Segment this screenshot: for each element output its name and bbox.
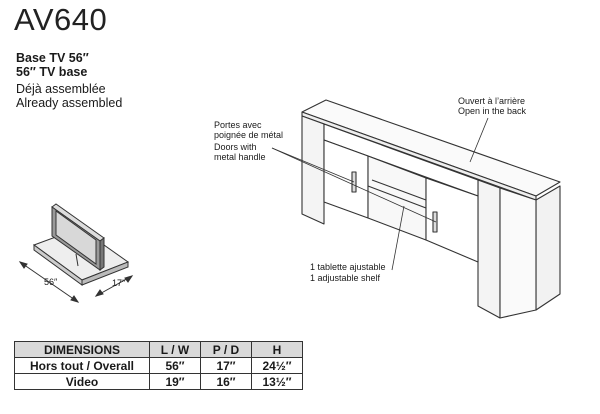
- table-row: Hors tout / Overall 56″ 17″ 24½″: [14, 357, 303, 374]
- doors-label-fr-1: Portes avec: [214, 120, 262, 130]
- thumb-base-side: [81, 261, 129, 286]
- back-label-fr: Ouvert à l’arrière: [458, 96, 525, 106]
- width-arrow-left: [18, 261, 28, 269]
- tv-thumbnail: [18, 203, 134, 303]
- cell-depth: 17″: [200, 357, 252, 374]
- doors-leader-2: [271, 147, 437, 223]
- right-end-panel: [477, 179, 501, 319]
- header-width: L / W: [149, 341, 201, 358]
- width-dim-line: [19, 261, 79, 303]
- cell-depth: 16″: [200, 373, 252, 390]
- left-end-panel: [301, 115, 325, 225]
- dimensions-table: DIMENSIONS L / W P / D H Hors tout / Ove…: [14, 341, 303, 390]
- header-depth: P / D: [200, 341, 252, 358]
- right-end-face: [499, 187, 537, 319]
- title-en: 56″ TV base: [16, 65, 88, 79]
- depth-arrow-left: [94, 289, 104, 297]
- width-arrow-right: [70, 295, 80, 303]
- assembly-fr: Déjà assemblée: [16, 82, 106, 96]
- model-number: AV640: [14, 2, 108, 37]
- cabinet-right-side: [535, 185, 561, 311]
- doors-label-en-2: metal handle: [214, 152, 266, 162]
- row-label: Hors tout / Overall: [14, 357, 150, 374]
- depth-arrow-right: [124, 275, 134, 283]
- right-door: [425, 177, 479, 263]
- adjustable-shelf-edge: [367, 185, 427, 209]
- assembly-en: Already assembled: [16, 96, 123, 110]
- title-fr: Base TV 56″: [16, 51, 89, 65]
- doors-label-en-1: Doors with: [214, 142, 257, 152]
- shelf-leader: [391, 205, 405, 271]
- table-row: Video 19″ 16″ 13½″: [14, 373, 303, 390]
- thumb-tv-side: [99, 237, 105, 271]
- callout-leaders: [271, 117, 489, 271]
- thumb-tv-neck: [75, 253, 79, 267]
- header-height: H: [251, 341, 303, 358]
- right-door-handle: [432, 211, 438, 233]
- cell-width: 19″: [149, 373, 201, 390]
- adjustable-shelf-back: [371, 179, 427, 201]
- doors-leader-1: [271, 147, 355, 183]
- header-dimensions: DIMENSIONS: [14, 341, 150, 358]
- mini-depth-label: 17″: [112, 278, 126, 288]
- table-header-row: DIMENSIONS L / W P / D H: [14, 341, 303, 358]
- row-label: Video: [14, 373, 150, 390]
- shelf-label-en: 1 adjustable shelf: [310, 273, 381, 283]
- mini-width-label: 56″: [44, 277, 58, 287]
- back-leader: [469, 117, 489, 163]
- back-label-en: Open in the back: [458, 106, 527, 116]
- thumb-tv-glass: [55, 210, 97, 265]
- cabinet-drawing: [301, 99, 561, 319]
- doors-label-fr-2: poignée de métal: [214, 130, 283, 140]
- cell-width: 56″: [149, 357, 201, 374]
- shelf-label-fr: 1 tablette ajustable: [310, 262, 386, 272]
- cell-height: 13½″: [251, 373, 303, 390]
- cell-height: 24½″: [251, 357, 303, 374]
